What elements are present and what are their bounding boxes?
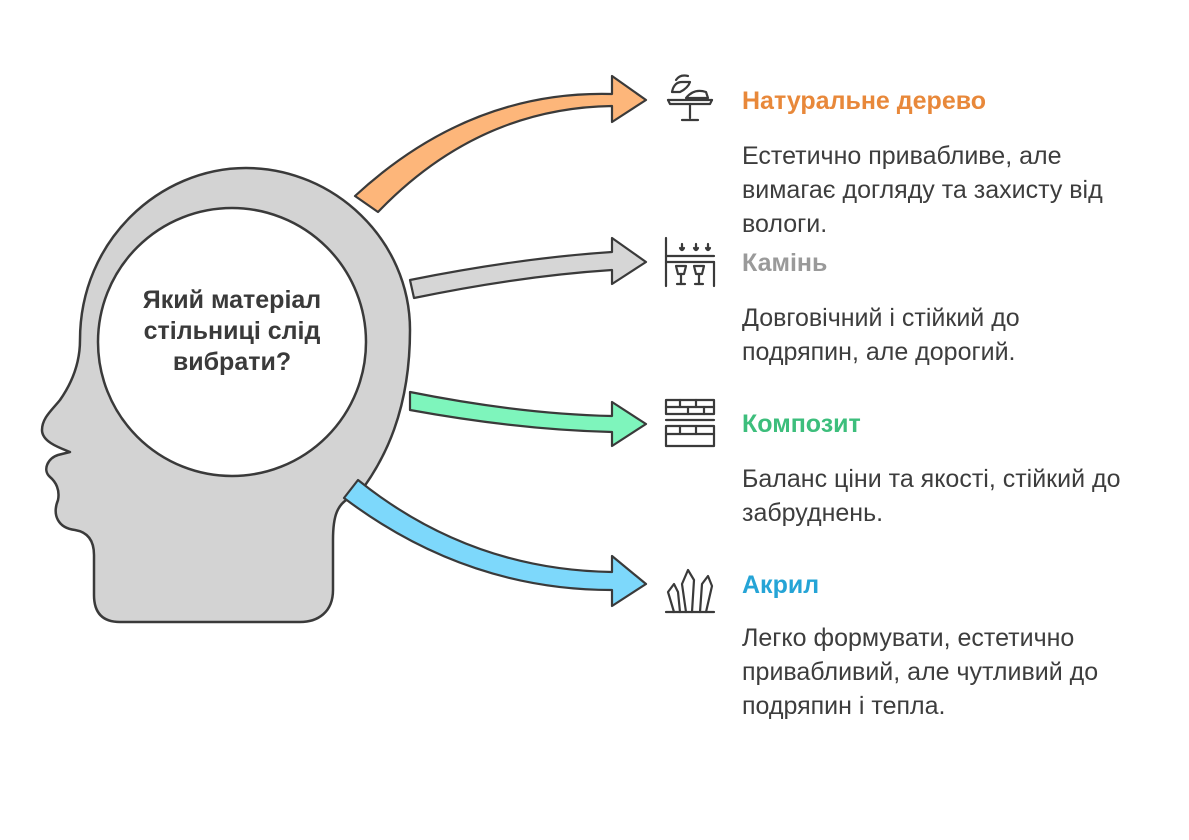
option-title-stone: Камінь: [742, 249, 828, 277]
arrows: [342, 74, 648, 608]
arrow-1: [353, 74, 648, 214]
arrow-2: [408, 236, 648, 300]
arrow-4: [342, 478, 648, 608]
brick-counter-icon: [662, 396, 718, 452]
option-title-composite: Композит: [742, 410, 861, 438]
option-title-wood: Натуральне дерево: [742, 87, 987, 115]
question-circle: [96, 206, 368, 478]
option-description-acrylic: Легко формувати, естетично привабливий, …: [742, 624, 1099, 720]
option-description-wood: Естетично привабливе, але вимагає догляд…: [742, 142, 1103, 238]
question-text: Який матеріал стільниці слід вибрати?: [142, 286, 322, 376]
bar-counter-icon: [662, 234, 718, 290]
arrow-3: [408, 390, 648, 448]
option-description-stone: Довговічний і стійкий до подряпин, але д…: [742, 304, 1020, 366]
option-title-acrylic: Акрил: [742, 571, 820, 599]
option-description-composite: Баланс ціни та якості, стійкий до забруд…: [742, 465, 1121, 527]
crystal-icon: [662, 562, 718, 618]
cake-stand-icon: [662, 70, 718, 126]
